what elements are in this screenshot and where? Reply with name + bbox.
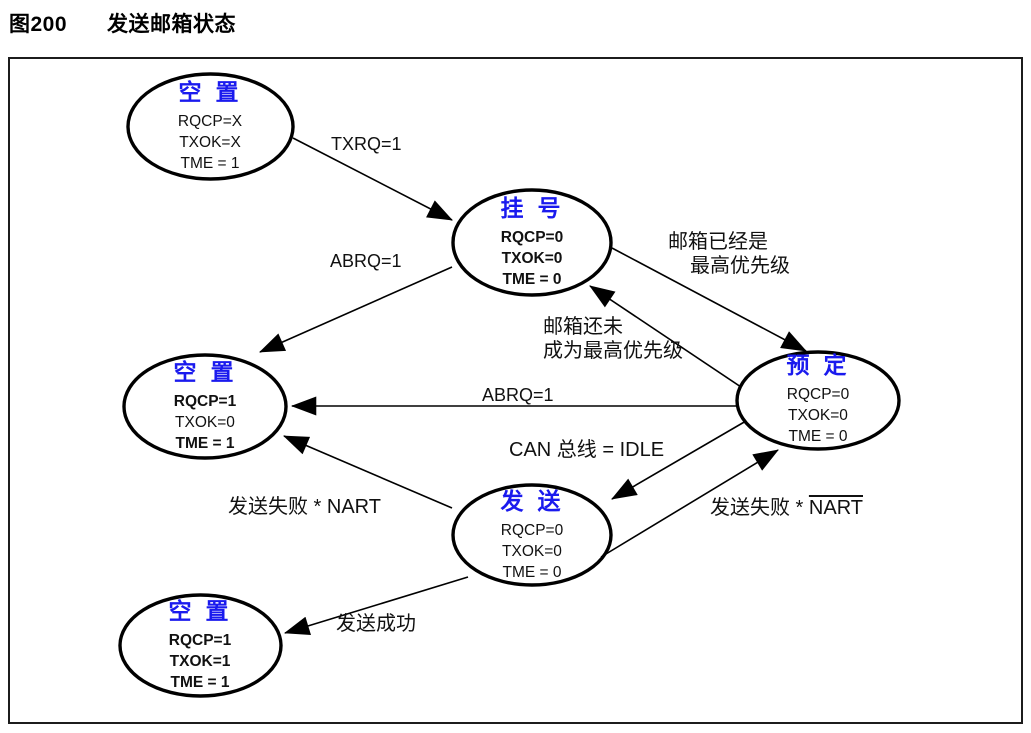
state-pending-txok: TXOK=0 (501, 250, 563, 267)
label-fail-nart-right-prefix: 发送失败 * (710, 497, 809, 519)
label-not-highest-line2: 成为最高优先级 (543, 340, 683, 362)
state-empty-top-rqcp: RQCP=X (177, 113, 243, 130)
state-scheduled-tme: TME = 0 (788, 428, 848, 445)
state-pending-rqcp: RQCP=0 (500, 229, 564, 246)
label-already-highest-line1: 邮箱已经是 (668, 231, 768, 253)
state-scheduled: 预 定 RQCP=0 TXOK=0 TME = 0 (786, 355, 849, 447)
arrow-transmit-to-emptyleft (283, 435, 453, 509)
state-pending: 挂 号 RQCP=0 TXOK=0 TME = 0 (500, 198, 563, 290)
state-empty-top-tme: TME = 1 (180, 155, 240, 172)
state-ellipse-empty-bottom (118, 593, 283, 698)
state-transmit-txok: TXOK=0 (502, 543, 562, 560)
label-transmit-success: 发送成功 (336, 613, 416, 635)
state-ellipse-empty-left (122, 353, 288, 460)
label-can-bus-idle: CAN 总线 = IDLE (509, 439, 665, 461)
arrow-pending-to-scheduled (611, 247, 807, 352)
label-fail-nart-right: 发送失败 * NART (710, 496, 863, 520)
arrow-pending-to-emptyleft (259, 266, 453, 353)
arrow-transmit-to-scheduled (600, 449, 779, 558)
state-ellipse-transmit (451, 483, 613, 587)
state-scheduled-txok: TXOK=0 (788, 407, 848, 424)
state-empty-top-name: 空 置 (178, 80, 242, 106)
label-abrq-mid: ABRQ=1 (482, 385, 554, 405)
label-txrq: TXRQ=1 (331, 134, 402, 154)
state-empty-top-txok: TXOK=X (179, 134, 241, 151)
state-transmit-tme: TME = 0 (502, 564, 562, 581)
arrow-scheduled-to-transmit (611, 420, 747, 500)
label-fail-nart-left: 发送失败 * NART (228, 496, 381, 518)
state-transmit-name: 发 送 (500, 489, 564, 515)
label-already-highest: 邮箱已经是 最高优先级 (668, 230, 790, 278)
state-scheduled-name: 预 定 (786, 353, 850, 379)
state-transmit-rqcp: RQCP=0 (500, 522, 564, 539)
state-transmit: 发 送 RQCP=0 TXOK=0 TME = 0 (500, 491, 563, 583)
state-empty-bottom: 空 置 RQCP=1 TXOK=1 TME = 1 (168, 601, 231, 693)
state-empty-bottom-tme: TME = 1 (170, 674, 230, 691)
state-pending-name: 挂 号 (500, 196, 564, 222)
arrow-transmit-to-emptybottom (283, 576, 469, 635)
label-fail-nart-right-nart-overlined: NART (808, 497, 863, 519)
state-empty-left-txok: TXOK=0 (175, 414, 235, 431)
figure-number: 图200 (9, 13, 68, 36)
label-not-highest: 邮箱还未 成为最高优先级 (543, 315, 683, 363)
label-abrq-upper: ABRQ=1 (330, 251, 402, 271)
label-not-highest-line1: 邮箱还未 (543, 316, 623, 338)
state-empty-left: 空 置 RQCP=1 TXOK=0 TME = 1 (173, 362, 236, 454)
arrow-scheduled-to-pending (589, 285, 742, 388)
state-empty-top: 空 置 RQCP=X TXOK=X TME = 1 (178, 82, 242, 174)
state-empty-left-name: 空 置 (173, 360, 237, 386)
state-empty-bottom-name: 空 置 (168, 599, 232, 625)
state-ellipse-scheduled (735, 350, 901, 451)
state-ellipse-empty-top (126, 72, 295, 181)
state-ellipse-pending (451, 188, 613, 297)
arrow-emptytop-to-pending (292, 137, 453, 221)
state-scheduled-rqcp: RQCP=0 (786, 386, 850, 403)
state-empty-left-rqcp: RQCP=1 (173, 393, 237, 410)
state-pending-tme: TME = 0 (502, 271, 562, 288)
state-empty-left-tme: TME = 1 (175, 435, 235, 452)
label-already-highest-line2: 最高优先级 (690, 255, 790, 277)
state-empty-bottom-txok: TXOK=1 (169, 653, 231, 670)
state-empty-bottom-rqcp: RQCP=1 (168, 632, 232, 649)
figure-caption: 图200 发送邮箱状态 (9, 8, 236, 38)
figure-title: 发送邮箱状态 (107, 13, 237, 36)
